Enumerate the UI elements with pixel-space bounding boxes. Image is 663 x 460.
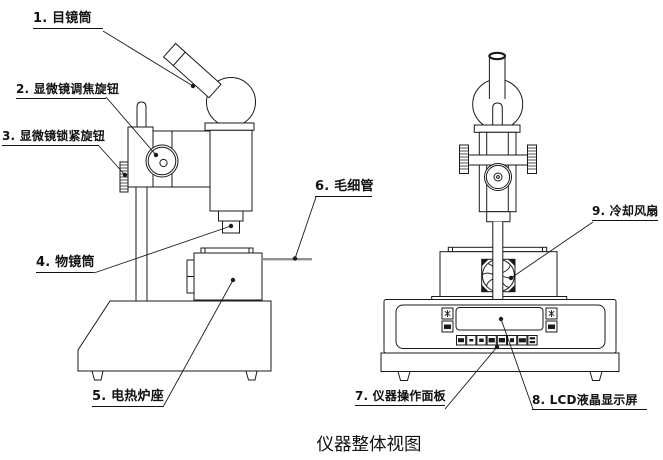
- base-foot: [397, 371, 411, 381]
- label-eyepiece-tube: 1. 目镜筒: [33, 11, 103, 29]
- base-foot: [245, 370, 258, 381]
- leader-dots: [122, 83, 514, 350]
- focus-knob-front: [484, 163, 512, 191]
- stand-column: [135, 101, 148, 301]
- base-bottom-strip: [380, 352, 620, 372]
- focus-knob: [145, 144, 179, 178]
- microscope-tube: [204, 122, 255, 222]
- column-post-front: [492, 102, 503, 126]
- label-focus-knob: 2. 显微镜调焦旋钮: [16, 82, 119, 99]
- panel-side-button-right-up[interactable]: [545, 307, 558, 320]
- panel-side-button-left-down[interactable]: [441, 320, 454, 333]
- panel-side-button-right-down[interactable]: [545, 320, 558, 333]
- figure-caption: 仪器整体视图: [316, 435, 422, 455]
- base-foot: [91, 370, 104, 381]
- lock-knob: [119, 161, 129, 193]
- label-lock-knob: 3. 显微镜锁紧旋钮: [2, 129, 105, 146]
- label-cooling-fan: 9. 冷却风扇: [592, 204, 658, 221]
- eyepiece-tube-front: [488, 51, 507, 99]
- heating-furnace: [186, 247, 263, 301]
- instrument-base: [77, 300, 272, 381]
- label-objective-tube: 4. 物镜筒: [36, 255, 95, 273]
- panel-side-button-left-up[interactable]: [441, 307, 454, 320]
- label-capillary-tube: 6. 毛细管: [315, 179, 374, 197]
- leader-lines: [93, 30, 594, 410]
- front-view: [380, 51, 620, 381]
- panel-button-row[interactable]: [456, 335, 538, 346]
- eyepiece-tube: [162, 42, 222, 99]
- thumbscrew-left: [459, 144, 469, 174]
- label-heating-furnace: 5. 电热炉座: [92, 389, 164, 407]
- stand-column-front: [492, 221, 504, 300]
- base-foot: [589, 371, 603, 381]
- side-view: [77, 42, 312, 381]
- thumbscrew-right: [527, 144, 537, 174]
- label-lcd-screen: 8. LCD液晶显示屏: [532, 393, 647, 410]
- control-panel: [380, 299, 620, 381]
- label-control-panel: 7. 仪器操作面板: [355, 389, 446, 406]
